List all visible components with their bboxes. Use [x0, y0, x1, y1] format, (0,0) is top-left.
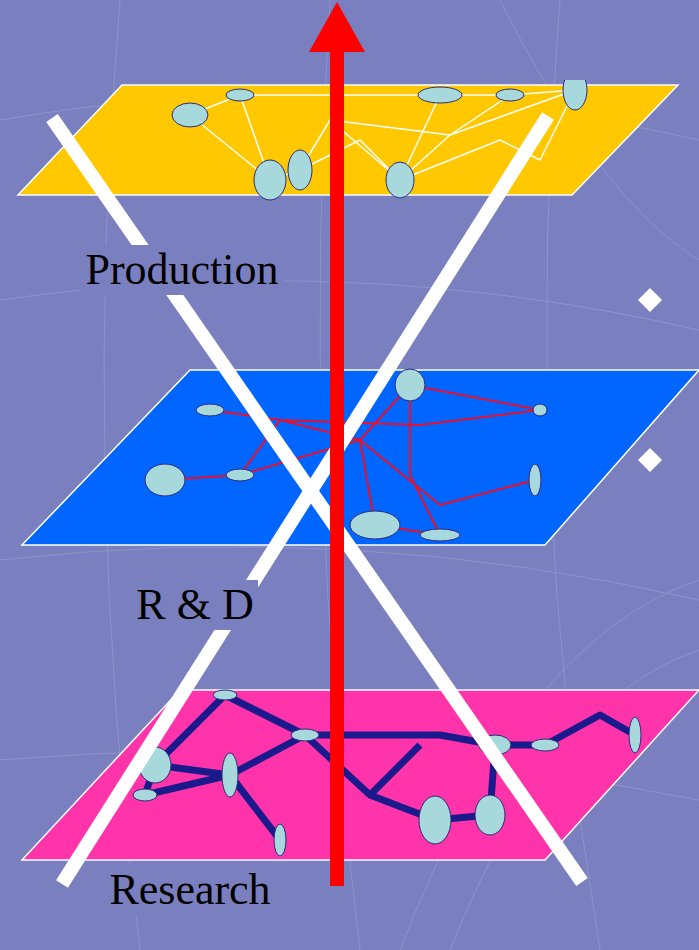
layer-plane: Production: [0, 80, 699, 330]
cross-stroke: [52, 118, 582, 882]
layer-label: R & D: [132, 580, 257, 630]
arrow-shaft: [330, 48, 344, 886]
plane-shape: [0, 365, 699, 655]
layer-plane: Research: [0, 685, 699, 950]
cross-stroke: [62, 116, 548, 884]
layer-label: Production: [81, 245, 282, 295]
layer-plane: R & D: [0, 365, 699, 655]
layer-label: Research: [105, 865, 274, 915]
arrow-head: [309, 2, 365, 52]
